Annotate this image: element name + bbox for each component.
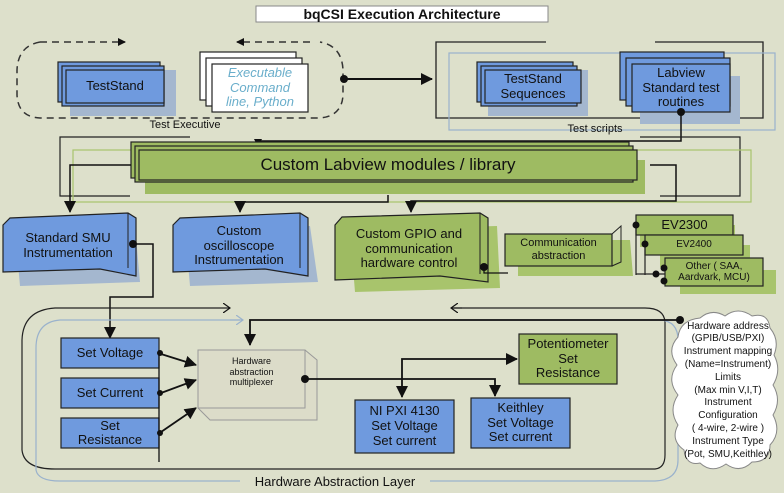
cloud-line-7: Instrument Configuration [698,397,758,422]
cloud-line-6: (Max min V,I,T) [694,384,762,396]
smu-module-label: Standard SMU Instrumentation [3,222,133,270]
test-scripts-label: Test scripts [567,123,623,136]
ev2300-label: EV2300 [661,216,708,232]
other-line-1: Other ( SAA, [685,260,743,272]
gpio-module-shape [334,212,500,292]
set-resistance-box [60,417,160,449]
mux-label: Hardware abstraction multiplexer [198,352,305,392]
cloud-line-9: Instrument Type [692,435,764,447]
ni-pxi-box [354,399,455,454]
pot-line-3: Resistance [535,365,601,381]
pot-line-2: Set [558,350,578,366]
executable-line-2: Command [230,79,290,95]
cloud-line-10: (Pot, SMU,Keithley) [684,448,772,460]
config-cloud-shape [671,310,779,470]
ni-line-2: Set Voltage [371,418,438,434]
executable-stack [199,51,309,113]
set-resistance-label: Set Resistance [61,418,159,448]
comm-line-2: abstraction [531,250,586,262]
routines-label: Labview Standard test routines [632,64,730,112]
mux-line-3: multiplexer [229,377,274,388]
devices-stack [635,214,776,294]
diagram-title: bqCSI Execution Architecture [303,5,501,22]
keithley-line-3: Set current [488,429,553,445]
comm-line-1: Communication [520,237,597,250]
sequences-line-1: TestStand [504,70,562,86]
config-cloud-text: Hardware address (GPIB/USB/PXI) Instrume… [676,320,780,460]
test-scripts-group [435,41,776,131]
sequences-label: TestStand Sequences [485,70,581,103]
library-label: Custom Labview modules / library [260,155,516,175]
gpio-module-label: Custom GPIO and communication hardware c… [335,220,483,278]
cloud-line-4: (Name=Instrument) [684,359,772,371]
other-line-2: Aardvark, MCU) [678,272,750,283]
library-stack [130,141,645,194]
scope-line-2: oscilloscope [203,237,275,253]
test-executive-label: Test Executive [149,118,221,131]
set-resistance-line-2: Resistance [77,432,143,447]
cloud-line-8: ( 4-wire, 2-wire ) [691,423,765,434]
mux-line-1: Hardware [231,356,271,367]
title-box [255,5,549,23]
gpio-line-3: hardware control [360,255,458,271]
keithley-line-2: Set Voltage [487,414,554,430]
set-voltage-label: Set Voltage [76,344,144,360]
ni-line-3: Set current [372,432,437,448]
cloud-line-2: (GPIB/USB/PXI) [691,333,765,345]
ev2400-label: EV2400 [676,239,712,251]
smu-line-1: Standard SMU [25,230,111,246]
set-resistance-line-1: Set [100,418,120,434]
hal-label: Hardware Abstraction Layer [240,474,430,490]
scope-line-1: Custom [216,222,262,238]
smu-line-2: Instrumentation [23,245,113,260]
teststand-label: TestStand [86,78,144,94]
gpio-line-2: communication [365,240,453,256]
routines-line-2: Standard test [642,79,720,95]
ni-pxi-label: NI PXI 4130 Set Voltage Set current [355,400,454,453]
potentiometer-box [518,333,618,385]
ni-line-1: NI PXI 4130 [369,403,440,419]
smu-module-shape [2,212,140,286]
keithley-line-1: Keithley [497,399,544,415]
keithley-box [470,397,571,449]
scope-module-label: Custom oscilloscope Instrumentation [173,220,305,272]
cloud-line-3: Instrument mapping [683,346,773,358]
test-executive-loop [16,38,344,119]
comm-module-shape [504,224,633,276]
cloud-line-5: Limits [714,371,742,383]
routines-line-3: routines [657,94,705,110]
cloud-line-1: Hardware address [687,320,769,332]
scope-module-shape [172,212,318,286]
sequences-line-2: Sequences [500,85,566,101]
teststand-stack [57,61,176,116]
set-current-box [60,377,160,409]
set-current-label: Set Current [76,384,144,400]
executable-line-1: Executable [227,64,293,80]
mux-box-shape [197,349,318,421]
executable-label: Executable Command line, Python [212,64,308,112]
executable-line-3: line, Python [226,94,294,110]
other-device-label: Other ( SAA, Aardvark, MCU) [665,258,763,286]
pot-line-1: Potentiometer [527,335,609,351]
scope-line-3: Instrumentation [194,252,284,268]
routines-line-1: Labview [657,64,705,80]
mux-line-2: abstraction [229,366,274,377]
set-voltage-box [60,337,160,369]
keithley-label: Keithley Set Voltage Set current [471,398,570,448]
comm-module-label: Communication abstraction [505,234,612,266]
gpio-line-1: Custom GPIO and [355,225,463,241]
potentiometer-label: Potentiometer Set Resistance [519,334,617,384]
